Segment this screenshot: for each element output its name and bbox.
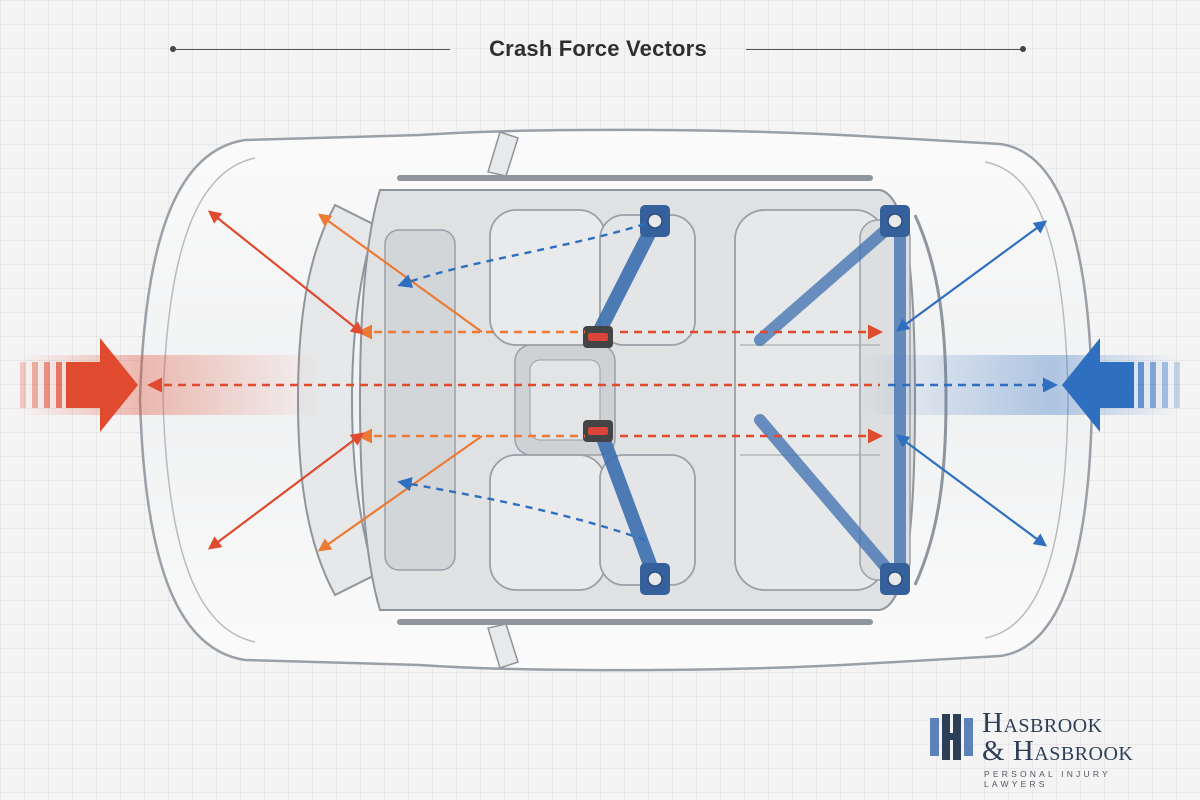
title-dot-right bbox=[1020, 46, 1026, 52]
occupant-motion-vectors bbox=[397, 222, 646, 542]
front-upper-outer-vector bbox=[207, 210, 365, 335]
title-rule-right bbox=[746, 49, 1022, 50]
logo-tagline: PERSONAL INJURY LAWYERS bbox=[984, 769, 1111, 789]
buckle-left bbox=[583, 326, 613, 348]
occupant-upper-vector bbox=[397, 222, 646, 288]
rear-lower-vector bbox=[895, 434, 1048, 547]
title-bar: Crash Force Vectors bbox=[170, 30, 1026, 70]
rear-impact-arrow bbox=[1062, 338, 1180, 432]
belt-anchor-front-right bbox=[640, 563, 670, 595]
diagonal-rear-vectors bbox=[895, 220, 1048, 547]
logo-line-1: Hasbrook bbox=[982, 707, 1103, 739]
logo-line-2: & Hasbrook bbox=[982, 735, 1134, 767]
diagonal-front-vectors bbox=[207, 210, 483, 552]
belt-anchor-rear-left bbox=[880, 205, 910, 237]
firm-logo: Hasbrook & Hasbrook PERSONAL INJURY LAWY… bbox=[928, 706, 1178, 789]
front-lower-outer-vector bbox=[207, 432, 365, 550]
title-rule-left bbox=[174, 49, 450, 50]
title-dot-left bbox=[170, 46, 176, 52]
belt-anchor-front-left bbox=[640, 205, 670, 237]
horizontal-force-lines bbox=[147, 324, 1058, 444]
front-impact-arrow bbox=[20, 338, 138, 432]
belt-anchor-rear-right bbox=[880, 563, 910, 595]
rear-upper-vector bbox=[895, 220, 1048, 332]
front-lower-inner-vector bbox=[317, 435, 483, 552]
logo-mark-icon bbox=[930, 714, 973, 760]
page-title: Crash Force Vectors bbox=[489, 36, 707, 61]
occupant-lower-vector bbox=[397, 477, 646, 542]
buckle-right bbox=[583, 420, 613, 442]
front-upper-inner-vector bbox=[317, 213, 483, 333]
